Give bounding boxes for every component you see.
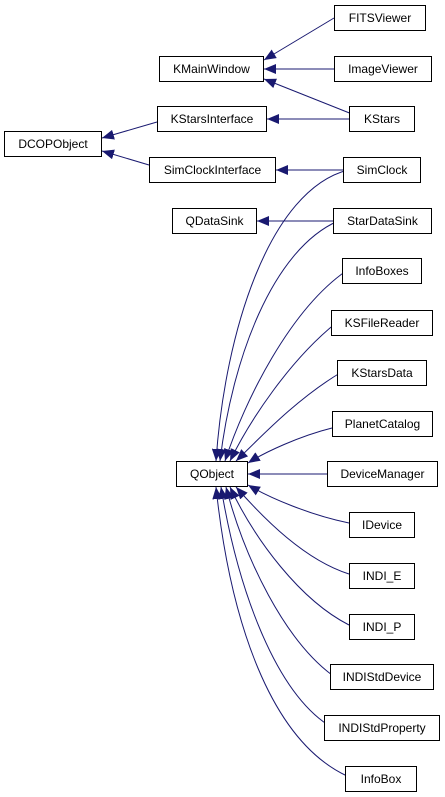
node-indi-p[interactable]: INDI_P [349,614,415,640]
node-simclock[interactable]: SimClock [343,157,421,183]
node-stardatasink[interactable]: StarDataSink [333,208,432,234]
edge-fitsviewer-kmainwindow [263,17,335,61]
node-planetcatalog[interactable]: PlanetCatalog [332,411,433,437]
node-indistdproperty[interactable]: INDIStdProperty [324,715,440,741]
edge-indi-p-qobject [229,486,350,626]
node-infoboxes[interactable]: InfoBoxes [342,258,422,284]
edge-indistddevice-qobject [224,486,333,676]
node-simclockinterface[interactable]: SimClockInterface [149,157,276,183]
node-imageviewer[interactable]: ImageViewer [334,56,432,82]
edge-stardatasink-qobject [216,220,339,462]
node-devicemanager[interactable]: DeviceManager [327,461,438,487]
node-kstars[interactable]: KStars [349,106,415,132]
node-infobox[interactable]: InfoBox [345,766,417,792]
edge-kstarsdata-qobject [235,372,341,462]
node-kstarsdata[interactable]: KStarsData [337,360,427,386]
edge-infobox-qobject [212,486,348,777]
node-idevice[interactable]: IDevice [349,512,415,538]
edge-indi-e-qobject [235,486,350,575]
node-qdatasink[interactable]: QDataSink [172,208,257,234]
node-dcopobject[interactable]: DCOPObject [4,131,102,157]
edge-indistdproperty-qobject [218,486,329,726]
edge-simclockinterface-dcopobject [101,149,150,166]
node-indistddevice[interactable]: INDIStdDevice [330,664,434,690]
edge-kstarsinterface-dcopobject [101,121,158,140]
edge-planetcatalog-qobject [247,427,333,464]
node-indi-e[interactable]: INDI_E [349,563,415,589]
node-ksfilereader[interactable]: KSFileReader [331,310,433,336]
node-kmainwindow[interactable]: KMainWindow [159,56,264,82]
edge-idevice-qobject [247,484,350,524]
edge-infoboxes-qobject [223,270,347,462]
node-qobject[interactable]: QObject [176,461,248,487]
edge-kstars-kmainwindow [263,78,353,115]
edge-simclock-qobject [211,169,349,462]
node-fitsviewer[interactable]: FITSViewer [334,5,426,31]
node-kstarsinterface[interactable]: KStarsInterface [157,106,267,132]
edge-ksfilereader-qobject [229,322,337,462]
